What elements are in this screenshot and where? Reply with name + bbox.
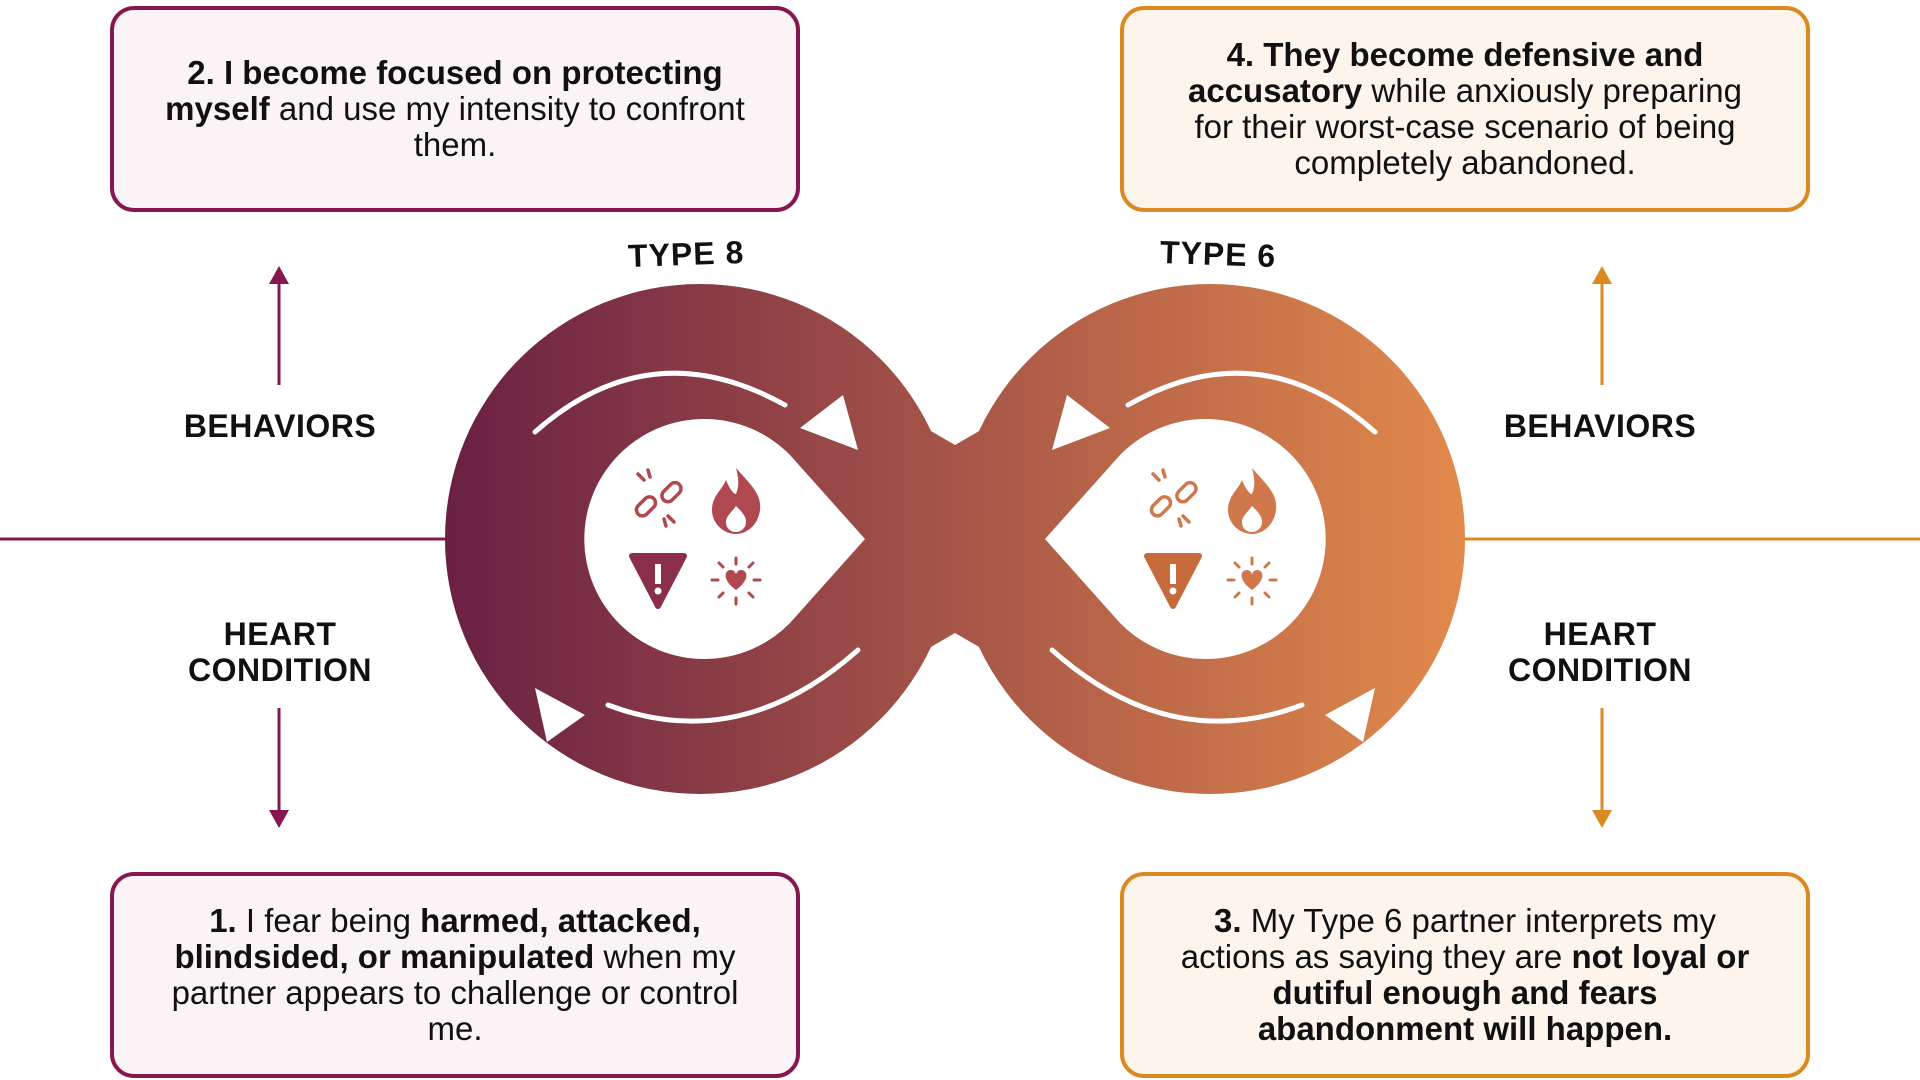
step-2-rest: and use my intensity to confront them.	[269, 90, 745, 163]
step-4-text: 4. They become defensive and accusatory …	[1172, 37, 1758, 181]
flame-icon	[712, 468, 761, 534]
heart-label-line1: HEART	[1543, 616, 1657, 652]
step-3-text: 3. My Type 6 partner interprets my actio…	[1172, 903, 1758, 1047]
arrowhead-left-bottom	[535, 688, 585, 742]
step-4-bold: 4. They become defensive and accusatory	[1188, 36, 1704, 109]
step-3-number: 3.	[1214, 902, 1242, 939]
right-connector-arrows	[1592, 266, 1612, 828]
arrow-left-top	[532, 370, 788, 435]
heart-condition-label-left: HEART CONDITION	[130, 616, 430, 688]
sparkling-heart-icon	[1226, 556, 1278, 606]
step-4-rest: while anxiously preparing for their wors…	[1194, 72, 1742, 181]
heart-label-line2: CONDITION	[1507, 652, 1693, 688]
arrowhead-right-bottom	[1325, 688, 1375, 742]
arrow-left-bottom	[605, 647, 861, 724]
broken-link-icon	[1149, 468, 1198, 528]
type-8-title: TYPE 8	[627, 233, 745, 275]
arrowheads	[535, 395, 1375, 742]
step-2-bold: 2. I become focused on protecting myself	[165, 54, 723, 127]
heart-label-line1: HEART	[223, 616, 337, 652]
right-icon-cluster	[1144, 468, 1278, 609]
arrowhead-right-top	[1052, 395, 1110, 450]
step-1-heart-box: 1. I fear being harmed, attacked, blinds…	[110, 872, 800, 1078]
arrow-right-bottom	[1049, 647, 1305, 724]
step-3-bold: not loyal or dutiful enough and fears ab…	[1257, 938, 1750, 1047]
step-2-text: 2. I become focused on protecting myself…	[162, 55, 748, 163]
circulation-arrows	[532, 370, 1378, 724]
left-connector-arrows	[269, 266, 289, 828]
step-1-rest: when my partner appears to challenge or …	[171, 938, 739, 1047]
sparkling-heart-icon	[710, 556, 762, 606]
behaviors-label-right: BEHAVIORS	[1503, 408, 1697, 444]
step-1-number: 1.	[209, 902, 237, 939]
broken-link-icon	[634, 468, 683, 528]
step-2-behavior-box: 2. I become focused on protecting myself…	[110, 6, 800, 212]
arrowhead-left-top	[800, 395, 858, 450]
warning-icon	[1144, 553, 1202, 609]
infinity-loop	[445, 284, 1465, 794]
flame-icon	[1228, 468, 1277, 534]
type-6-title: TYPE 6	[1159, 233, 1277, 275]
step-1-pre: I fear being	[236, 902, 421, 939]
behaviors-label-left: BEHAVIORS	[183, 408, 377, 444]
left-icon-cluster	[629, 468, 762, 609]
arrow-right-top	[1125, 370, 1378, 435]
warning-icon	[629, 553, 687, 609]
step-1-bold: harmed, attacked, blindsided, or manipul…	[174, 902, 701, 975]
step-3-pre: My Type 6 partner interprets my actions …	[1180, 902, 1716, 975]
heart-condition-label-right: HEART CONDITION	[1450, 616, 1750, 688]
heart-label-line2: CONDITION	[187, 652, 373, 688]
step-1-text: 1. I fear being harmed, attacked, blinds…	[162, 903, 748, 1047]
step-4-behavior-box: 4. They become defensive and accusatory …	[1120, 6, 1810, 212]
step-3-heart-box: 3. My Type 6 partner interprets my actio…	[1120, 872, 1810, 1078]
